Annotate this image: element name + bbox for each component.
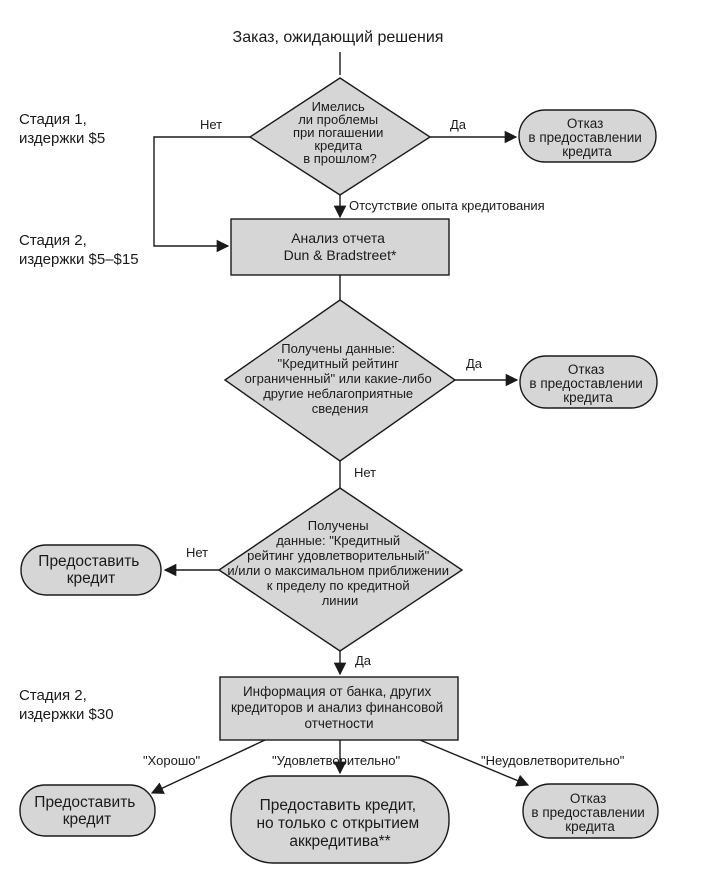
- terminal-shape: [519, 355, 658, 409]
- process-dun-bradstreet: Анализ отчета Dun & Bradstreet*: [230, 218, 450, 276]
- connectors: [150, 52, 530, 794]
- start-label: Заказ, ожидающий решения: [233, 29, 444, 46]
- terminal-refuse-1: Отказ в предоставлении кредита: [518, 109, 657, 163]
- edge-d1-no-to-p1: [153, 136, 252, 253]
- decision-past-problems: Имелись ли проблемы при погашении кредит…: [248, 77, 432, 196]
- edge-label-d1-yes: Да: [450, 117, 467, 132]
- terminal-text: Отказ в предоставлении кредита: [531, 791, 648, 834]
- edge-label-d2-yes: Да: [466, 356, 483, 371]
- terminal-text: Отказ в предоставлении кредита: [529, 362, 646, 405]
- decision-text: Имелись ли проблемы при погашении кредит…: [293, 99, 387, 166]
- edge-label-d3-no: Нет: [186, 545, 208, 560]
- terminal-shape: [230, 775, 450, 864]
- edge-label-d2-no: Нет: [354, 465, 376, 480]
- terminal-text: Предоставить кредит: [34, 794, 139, 828]
- stage-3-label: Стадия 2, издержки $30: [19, 687, 114, 723]
- process-box: [230, 218, 450, 276]
- terminal-shape: [522, 783, 659, 839]
- decision-diamond: [223, 299, 457, 462]
- process-text: Анализ отчета Dun & Bradstreet*: [284, 230, 397, 263]
- process-bank-info: Информация от банка, других кредиторов и…: [219, 676, 459, 741]
- terminal-refuse-2: Отказ в предоставлении кредита: [519, 355, 658, 409]
- process-text: Информация от банка, других кредиторов и…: [231, 684, 447, 731]
- edge-label-good: "Хорошо": [143, 753, 200, 768]
- edge-label-satisfactory: "Удовлетворительно": [272, 753, 400, 768]
- stage-1-label: Стадия 1, издержки $5: [19, 111, 105, 147]
- decision-satisfactory-rating: Получены данные: "Кредитный рейтинг удов…: [217, 487, 464, 652]
- decision-diamond: [248, 77, 432, 196]
- terminal-text: Предоставить кредит: [38, 553, 143, 587]
- terminal-shape: [20, 544, 162, 596]
- decision-diamond: [217, 487, 464, 652]
- decision-limited-rating: Получены данные: "Кредитный рейтинг огра…: [223, 299, 457, 462]
- terminal-grant-2: Предоставить кредит: [19, 784, 156, 837]
- stage-2-label: Стадия 2, издержки $5–$15: [19, 232, 139, 268]
- terminal-grant-1: Предоставить кредит: [20, 544, 162, 596]
- decision-text: Получены данные: "Кредитный рейтинг огра…: [245, 341, 436, 416]
- edge-p2-good-to-grant2: [150, 739, 266, 794]
- terminal-shape: [518, 109, 657, 163]
- terminal-text: Отказ в предоставлении кредита: [528, 116, 645, 159]
- edge-label-no-history: Отсутствие опыта кредитования: [349, 198, 545, 213]
- terminal-refuse-3: Отказ в предоставлении кредита: [522, 783, 659, 839]
- decision-text: Получены данные: "Кредитный рейтинг удов…: [227, 518, 452, 608]
- edge-p2-unsatisfactory-to-refuse3: [419, 739, 530, 787]
- edge-label-d3-yes: Да: [355, 653, 372, 668]
- edge-label-unsatisfactory: "Неудовлетворительно": [481, 753, 625, 768]
- terminal-shape: [19, 784, 156, 837]
- process-box: [219, 676, 459, 741]
- edge-label-d1-no: Нет: [200, 117, 222, 132]
- terminal-text: Предоставить кредит, но только с открыти…: [256, 797, 423, 850]
- terminal-grant-letter-of-credit: Предоставить кредит, но только с открыти…: [230, 775, 450, 864]
